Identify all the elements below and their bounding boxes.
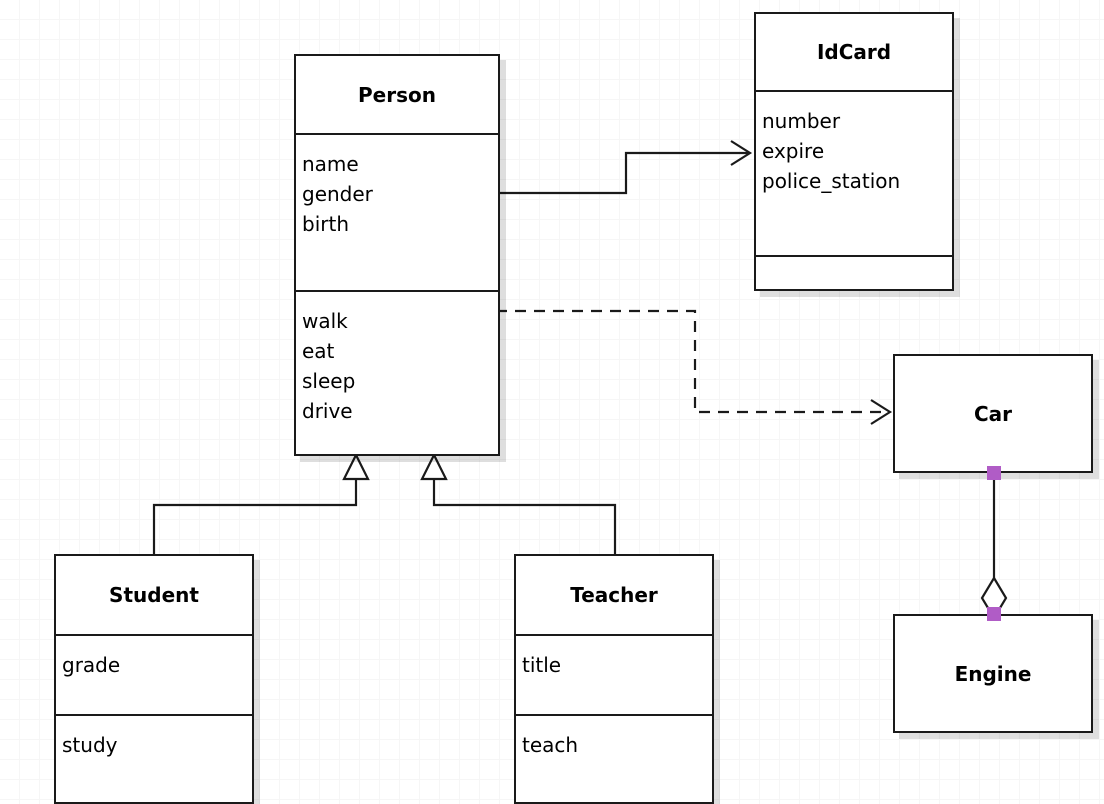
method-row: walk bbox=[302, 309, 348, 333]
attribute-row: grade bbox=[62, 653, 121, 677]
attributes-compartment-teacher: title bbox=[516, 634, 712, 714]
class-box-idcard[interactable]: IdCard number expire police_station bbox=[754, 12, 954, 291]
methods-compartment-person: walk eat sleep drive bbox=[296, 290, 498, 454]
dependency-person-car[interactable] bbox=[496, 309, 893, 425]
generalization-student-person[interactable] bbox=[152, 452, 370, 554]
attribute-row: police_station bbox=[762, 169, 901, 193]
attributes-compartment-idcard: number expire police_station bbox=[756, 90, 952, 255]
method-row: teach bbox=[522, 733, 579, 757]
attribute-row: title bbox=[522, 653, 562, 677]
class-name-teacher: Teacher bbox=[570, 583, 658, 607]
class-box-engine[interactable]: Engine bbox=[893, 614, 1093, 733]
class-box-student[interactable]: Student grade study bbox=[54, 554, 254, 804]
class-name-person: Person bbox=[358, 82, 436, 107]
attribute-row: gender bbox=[302, 182, 373, 206]
methods-compartment-student: study bbox=[56, 714, 252, 802]
class-name-engine: Engine bbox=[954, 661, 1032, 686]
class-name-car: Car bbox=[973, 401, 1013, 426]
class-box-car[interactable]: Car bbox=[893, 354, 1093, 473]
attributes-compartment-person: name gender birth bbox=[296, 133, 498, 290]
method-row: sleep bbox=[302, 369, 356, 393]
association-person-idcard[interactable] bbox=[494, 140, 753, 195]
method-row: eat bbox=[302, 339, 335, 363]
method-row: drive bbox=[302, 399, 353, 423]
attributes-compartment-student: grade bbox=[56, 634, 252, 714]
generalization-teacher-person[interactable] bbox=[420, 452, 617, 554]
class-box-person[interactable]: Person name gender birth walk eat sleep … bbox=[294, 54, 500, 456]
attribute-row: birth bbox=[302, 212, 349, 236]
aggregation-car-engine[interactable] bbox=[980, 473, 1008, 621]
class-name-student: Student bbox=[109, 583, 199, 607]
attribute-row: expire bbox=[762, 139, 825, 163]
methods-compartment-teacher: teach bbox=[516, 714, 712, 802]
attribute-row: name bbox=[302, 152, 359, 176]
methods-compartment-idcard bbox=[756, 255, 952, 289]
class-box-teacher[interactable]: Teacher title teach bbox=[514, 554, 714, 804]
class-name-idcard: IdCard bbox=[816, 40, 892, 64]
method-row: study bbox=[62, 733, 118, 757]
attribute-row: number bbox=[762, 109, 841, 133]
